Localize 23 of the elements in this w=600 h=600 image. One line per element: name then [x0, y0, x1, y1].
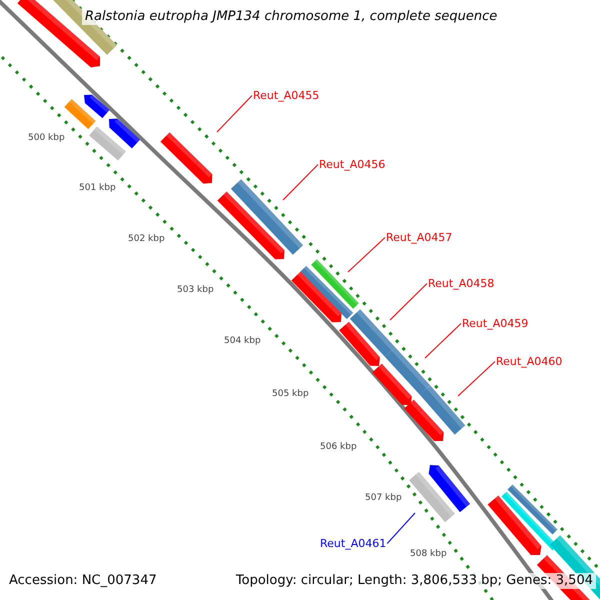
- tick-label: 505 kbp: [272, 389, 309, 400]
- leader-line: [282, 164, 318, 200]
- tick-label: 506 kbp: [320, 442, 357, 453]
- leader-line: [216, 95, 252, 132]
- tick-label: 503 kbp: [177, 285, 214, 296]
- tick-label: 507 kbp: [365, 493, 402, 504]
- tick-label: 504 kbp: [224, 336, 261, 347]
- tick-label: 500 kbp: [28, 133, 65, 144]
- gene-label: Reut_A0457: [386, 231, 452, 244]
- gene-label: Reut_A0461: [320, 537, 386, 550]
- gene-label: Reut_A0459: [462, 317, 528, 330]
- tick-label: 502 kbp: [128, 234, 165, 245]
- leader-line: [458, 361, 496, 396]
- tick-label: 501 kbp: [79, 183, 116, 194]
- gene-label: Reut_A0455: [253, 89, 320, 102]
- leader-line: [424, 323, 462, 358]
- tick-label: 508 kbp: [410, 549, 447, 560]
- leader-line: [390, 283, 428, 320]
- leader-line: [348, 237, 386, 272]
- leader-line: [386, 512, 416, 544]
- gene-label: Reut_A0458: [428, 277, 494, 290]
- gene-label: Reut_A0460: [496, 355, 562, 368]
- gene-label: Reut_A0456: [319, 158, 386, 171]
